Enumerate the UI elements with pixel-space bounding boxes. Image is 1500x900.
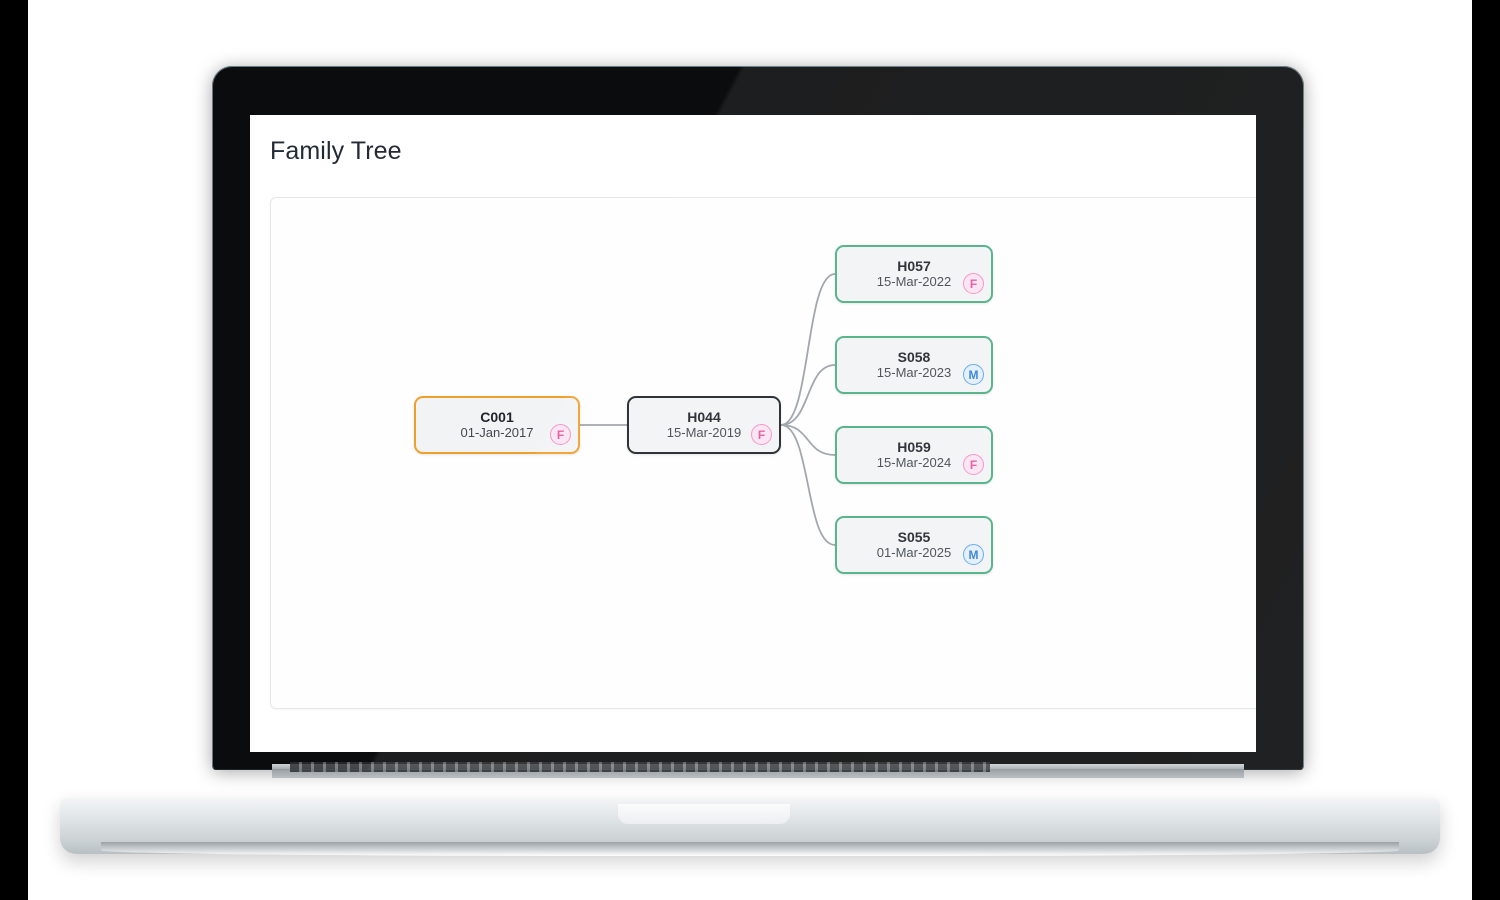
tree-edge-h044-h057 [780,273,836,426]
tree-edge-h044-s055 [780,424,836,546]
node-date-label: 15-Mar-2023 [876,365,952,381]
node-id-label: H059 [897,438,931,455]
female-badge-icon: F [963,454,984,475]
tree-edge-h044-h059 [780,424,836,456]
tree-edge-h044-s058 [780,364,836,426]
node-id-label: S058 [897,348,931,365]
page-title: Family Tree [270,137,402,165]
male-badge-icon: M [963,544,984,565]
female-badge-icon: F [963,273,984,294]
node-date-label: 15-Mar-2022 [876,274,952,290]
laptop-trackpad-notch [618,804,790,824]
female-badge-icon: F [550,424,571,445]
node-date-label: 15-Mar-2019 [666,425,742,441]
node-id-label: H044 [687,408,721,425]
female-badge-icon: F [751,424,772,445]
node-id-label: C001 [480,408,514,425]
node-date-label: 01-Mar-2025 [876,545,952,561]
node-date-label: 01-Jan-2017 [460,425,534,441]
laptop-keyboard [290,762,990,772]
node-id-label: S055 [897,528,931,545]
node-date-label: 15-Mar-2024 [876,455,952,471]
node-id-label: H057 [897,257,931,274]
tree-connector-layer [579,273,836,546]
male-badge-icon: M [963,364,984,385]
